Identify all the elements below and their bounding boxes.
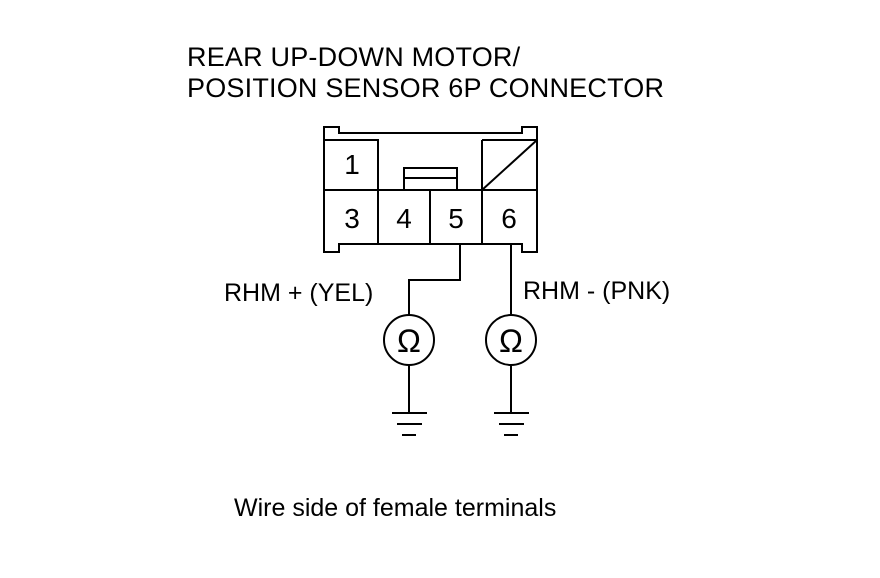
terminal-1: 1 — [344, 149, 360, 180]
terminal-4: 4 — [396, 203, 412, 234]
cavity-1 — [324, 139, 379, 190]
wire-label-rhm-minus: RHM - (PNK) — [523, 277, 671, 305]
bottom-row — [323, 189, 537, 244]
blocked-cavity — [481, 139, 538, 191]
title-line-1: REAR UP-DOWN MOTOR/ — [187, 42, 521, 72]
terminal-5: 5 — [448, 203, 464, 234]
ground-left-icon — [392, 412, 427, 436]
ohm-symbol-right: Ω — [499, 323, 523, 359]
diagram-caption: Wire side of female terminals — [234, 494, 557, 522]
title-line-2: POSITION SENSOR 6P CONNECTOR — [187, 73, 665, 103]
ground-right-icon — [494, 412, 529, 436]
diagram-title: REAR UP-DOWN MOTOR/ POSITION SENSOR 6P C… — [187, 42, 664, 104]
locking-tab — [403, 167, 458, 190]
terminal-6: 6 — [501, 203, 517, 234]
wire-label-rhm-plus: RHM + (YEL) — [224, 279, 374, 307]
wire-yel — [408, 244, 461, 315]
connector-housing — [323, 126, 538, 253]
ohm-symbol-left: Ω — [397, 323, 421, 359]
terminal-3: 3 — [344, 203, 360, 234]
